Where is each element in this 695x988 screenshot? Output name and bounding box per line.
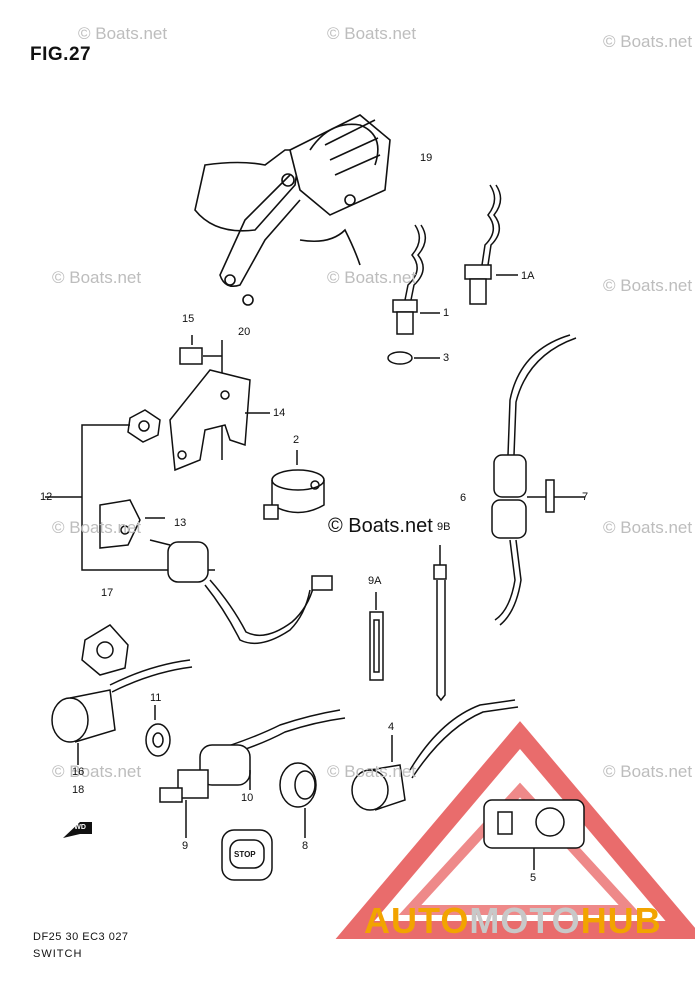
- watermark: © Boats.net: [327, 268, 417, 287]
- switch-4: [351, 699, 519, 811]
- callout-20: 20: [238, 326, 251, 338]
- callout-8: 8: [302, 840, 309, 852]
- figure-title: FIG.27: [30, 44, 92, 65]
- watermark: © Boats.net: [52, 518, 142, 537]
- callout-1: 1: [443, 307, 450, 319]
- brand-part-2: MOTO: [469, 900, 581, 941]
- brand-part-3: HUB: [580, 900, 662, 941]
- footer-code: DF25 30 EC3 027: [33, 931, 129, 943]
- switch-10: [145, 705, 346, 838]
- cable-tie: [369, 545, 447, 702]
- callout-9a: 9A: [368, 575, 382, 587]
- callout-12: 12: [40, 491, 53, 503]
- watermark: © Boats.net: [603, 518, 693, 537]
- sensor-1: [387, 224, 440, 365]
- automotohub-logo-icon: [335, 721, 695, 939]
- stop-label: STOP: [234, 850, 256, 859]
- watermark: © Boats.net: [78, 24, 168, 43]
- brand-part-1: AUTO: [364, 900, 470, 941]
- callout-5: 5: [530, 872, 537, 884]
- callout-4: 4: [388, 721, 395, 733]
- callout-1a: 1A: [521, 270, 535, 282]
- callout-16: 16: [72, 766, 85, 778]
- center-watermark: © Boats.net: [328, 515, 433, 537]
- fwd-label: FWD: [70, 824, 86, 831]
- switch-handle-assembly: [194, 114, 391, 306]
- watermark: © Boats.net: [52, 268, 142, 287]
- bracket-plate: [45, 335, 270, 571]
- stop-button-frame: [221, 829, 273, 881]
- callout-9: 9: [182, 840, 189, 852]
- callout-7: 7: [582, 491, 589, 503]
- watermark: © Boats.net: [327, 24, 417, 43]
- callout-18: 18: [72, 784, 85, 796]
- callout-3: 3: [443, 352, 450, 364]
- callout-10: 10: [241, 792, 254, 804]
- callout-19: 19: [420, 152, 433, 164]
- callout-13: 13: [174, 517, 187, 529]
- grommet-8: [279, 762, 317, 838]
- callout-14: 14: [273, 407, 286, 419]
- callout-17: 17: [101, 587, 114, 599]
- fwd-arrow-icon: [63, 822, 92, 838]
- callout-15: 15: [182, 313, 195, 325]
- callout-2: 2: [293, 434, 300, 446]
- watermark: © Boats.net: [603, 32, 693, 51]
- callout-6: 6: [460, 492, 467, 504]
- footer-name: SWITCH: [33, 948, 83, 960]
- switch-13: [99, 499, 333, 645]
- watermark: © Boats.net: [603, 762, 693, 781]
- switch-16: [51, 624, 193, 765]
- watermark: © Boats.net: [327, 762, 417, 781]
- callout-9b: 9B: [437, 521, 451, 533]
- fuse-holder: [491, 334, 585, 626]
- watermark: © Boats.net: [603, 276, 693, 295]
- watermark: © Boats.net: [52, 762, 142, 781]
- automotohub-brand: AUTOMOTOHUB: [364, 900, 662, 942]
- sensor-1a: [464, 184, 518, 305]
- pressure-switch: [263, 450, 325, 520]
- callout-11: 11: [150, 692, 162, 704]
- stop-plate: [483, 799, 585, 870]
